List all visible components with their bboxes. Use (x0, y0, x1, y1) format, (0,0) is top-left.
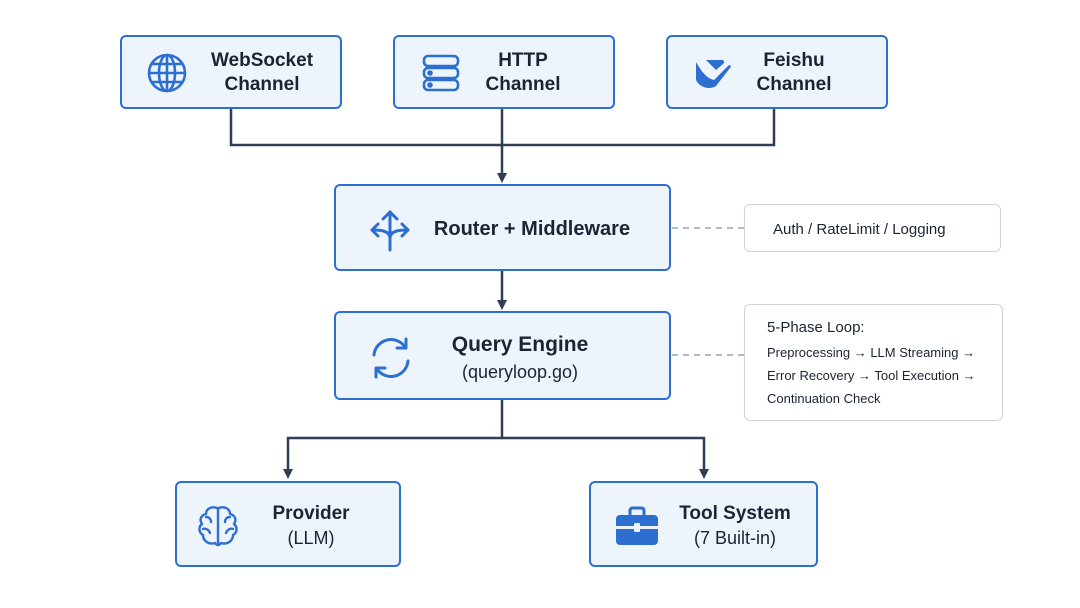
query-engine-title: Query Engine (451, 333, 589, 356)
provider-node: Provider (LLM) (175, 481, 401, 567)
loop-note-line3: Continuation Check (767, 391, 881, 406)
split-arrows-icon (364, 206, 416, 252)
http-channel-line1: HTTP (498, 50, 548, 71)
query-engine-node: Query Engine (queryloop.go) (334, 311, 671, 400)
refresh-cycle-icon (368, 335, 414, 381)
middleware-note-text: Auth / RateLimit / Logging (773, 221, 946, 238)
router-middleware-label: Router + Middleware (433, 218, 631, 240)
server-icon (421, 52, 461, 94)
tool-system-label: Tool System (7 Built-in) (673, 502, 797, 550)
middleware-note: Auth / RateLimit / Logging (744, 204, 1001, 252)
loop-note-title: 5-Phase Loop: (767, 319, 865, 336)
tool-system-node: Tool System (7 Built-in) (589, 481, 818, 567)
loop-note-line1: Preprocessing → LLM Streaming → (767, 345, 976, 360)
websocket-channel-node: WebSocket Channel (120, 35, 342, 109)
feishu-channel-line2: Channel (756, 74, 832, 95)
toolbox-icon (613, 505, 661, 549)
http-channel-label: HTTP Channel (473, 49, 573, 97)
http-channel-node: HTTP Channel (393, 35, 615, 109)
feishu-channel-node: Feishu Channel (666, 35, 888, 109)
provider-title: Provider (272, 503, 350, 524)
loop-note-line2: Error Recovery → Tool Execution → (767, 368, 976, 383)
tool-system-title: Tool System (679, 503, 791, 524)
brain-icon (195, 503, 241, 549)
connector-query-to-provider (283, 400, 504, 479)
tool-system-subtitle: (7 Built-in) (693, 528, 777, 548)
globe-icon (146, 52, 188, 94)
provider-subtitle: (LLM) (287, 528, 335, 548)
websocket-channel-line1: WebSocket (210, 50, 314, 71)
provider-label: Provider (LLM) (263, 502, 359, 550)
http-channel-line2: Channel (485, 74, 561, 95)
router-middleware-node: Router + Middleware (334, 184, 671, 271)
websocket-channel-label: WebSocket Channel (202, 49, 322, 97)
connector-query-to-tools (502, 436, 709, 479)
feishu-bird-icon (692, 54, 734, 94)
loop-note: 5-Phase Loop: Preprocessing → LLM Stream… (744, 304, 1003, 421)
websocket-channel-line2: Channel (224, 74, 300, 95)
feishu-channel-line1: Feishu (763, 50, 825, 71)
feishu-channel-label: Feishu Channel (746, 49, 842, 97)
query-engine-file: (queryloop.go) (461, 362, 579, 382)
query-engine-label: Query Engine (queryloop.go) (436, 333, 604, 384)
connector-channels-to-router (229, 108, 776, 178)
